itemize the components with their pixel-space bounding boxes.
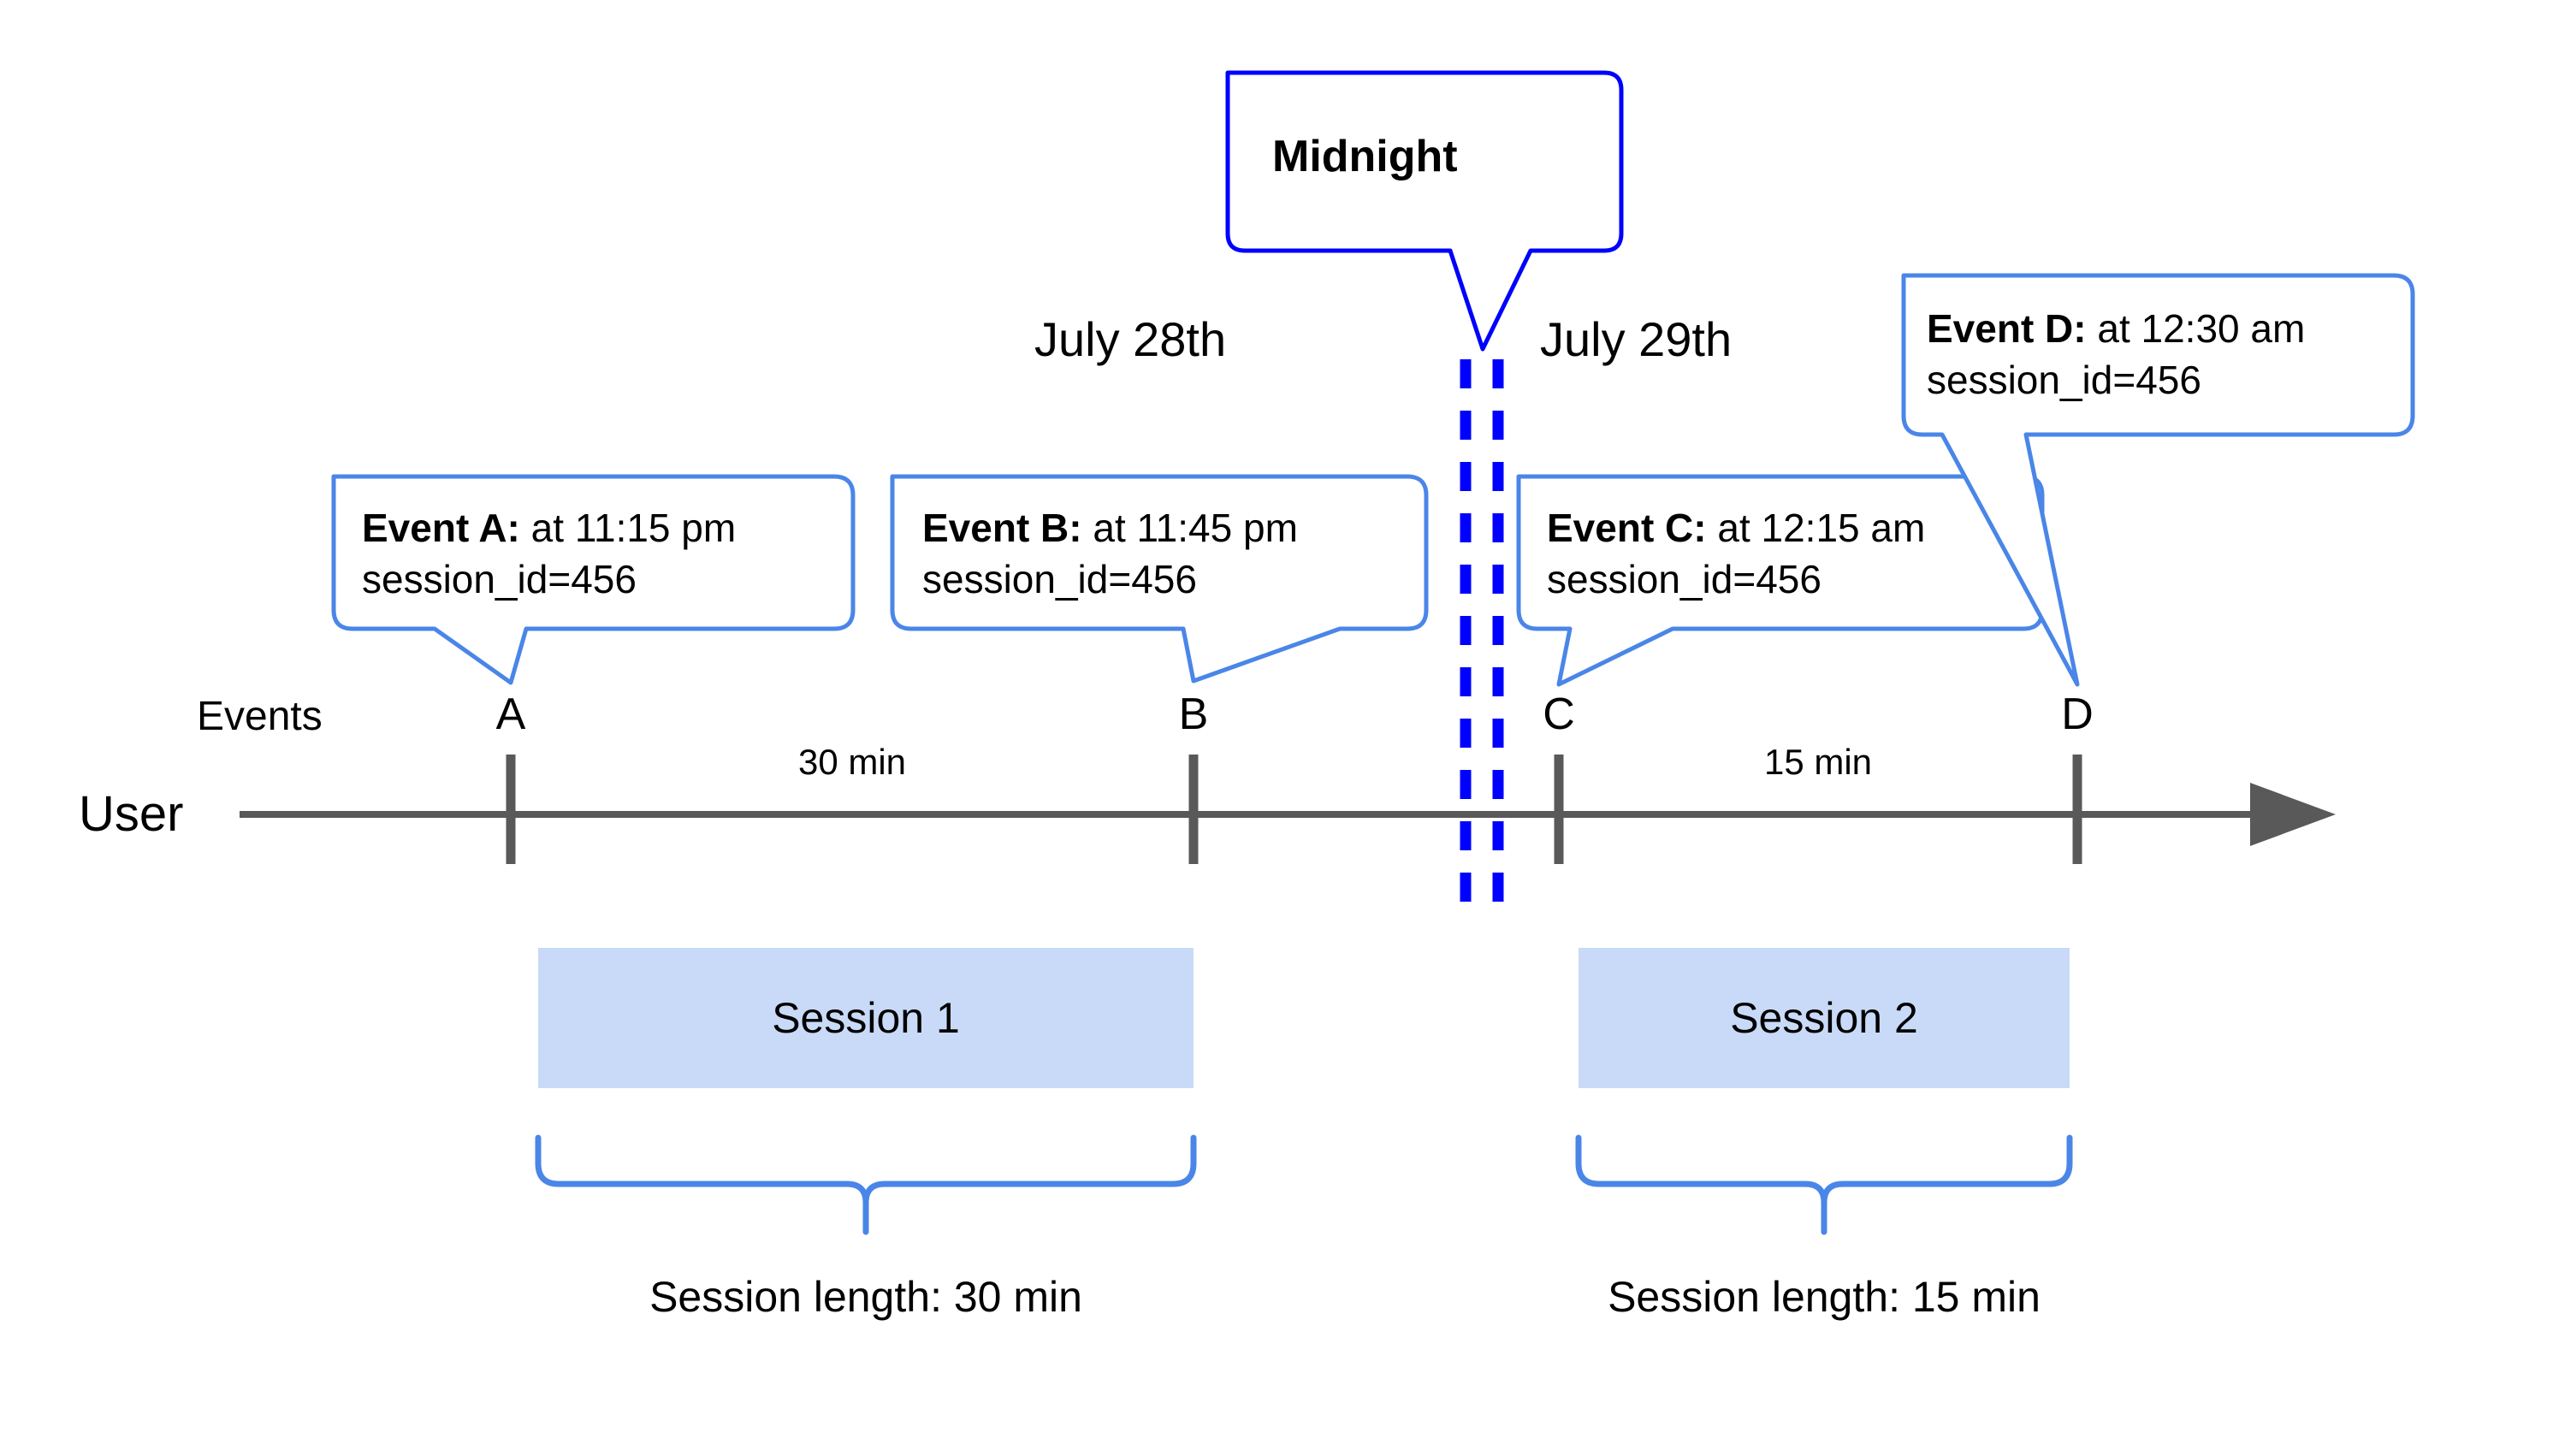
- tick-label-c: C: [1543, 690, 1575, 739]
- events-row-label: Events: [197, 694, 323, 739]
- midnight-dashed-lines: [1460, 359, 1504, 922]
- tick-label-d: D: [2061, 690, 2094, 739]
- session-1-brace: [535, 1134, 1197, 1235]
- event-a-time: at 11:15 pm: [519, 506, 737, 550]
- event-a-callout-text: Event A: at 11:15 pm session_id=456: [362, 503, 736, 606]
- event-d-detail: session_id=456: [1927, 357, 2201, 402]
- midnight-label: Midnight: [1272, 132, 1458, 181]
- session-2-length-label: Session length: 15 min: [1608, 1273, 2041, 1321]
- gap-label-15-min: 15 min: [1763, 742, 1873, 782]
- date-label-july-29: July 29th: [1540, 312, 1733, 366]
- event-c-title: Event C:: [1547, 506, 1707, 550]
- timeline-axis: [240, 783, 2336, 846]
- gap-label-30-min: 30 min: [797, 742, 907, 782]
- tick-label-b: B: [1178, 690, 1209, 739]
- event-b-callout-text: Event B: at 11:45 pm session_id=456: [922, 503, 1298, 606]
- session-1-box: Session 1: [538, 948, 1194, 1088]
- event-b-detail: session_id=456: [922, 556, 1197, 601]
- session-2-label: Session 2: [1730, 994, 1918, 1042]
- event-a-title: Event A:: [362, 506, 520, 550]
- event-b-title: Event B:: [922, 506, 1082, 550]
- tick-label-a: A: [495, 690, 526, 739]
- session-1-length-label: Session length: 30 min: [649, 1273, 1082, 1321]
- session-1-label: Session 1: [772, 994, 960, 1042]
- event-d-callout-text: Event D: at 12:30 am session_id=456: [1927, 304, 2305, 406]
- session-2-brace: [1575, 1134, 2073, 1235]
- event-d-title: Event D:: [1927, 306, 2087, 351]
- midnight-callout-shape: [1225, 70, 1624, 352]
- event-b-time: at 11:45 pm: [1081, 506, 1298, 550]
- user-lane-label: User: [79, 786, 184, 842]
- event-c-detail: session_id=456: [1547, 556, 1821, 601]
- event-a-detail: session_id=456: [362, 556, 637, 601]
- session-2-box: Session 2: [1579, 948, 2070, 1088]
- event-c-time: at 12:15 am: [1706, 506, 1926, 550]
- event-d-time: at 12:30 am: [2086, 306, 2306, 351]
- event-c-callout-text: Event C: at 12:15 am session_id=456: [1547, 503, 1925, 606]
- date-label-july-28: July 28th: [1034, 312, 1227, 366]
